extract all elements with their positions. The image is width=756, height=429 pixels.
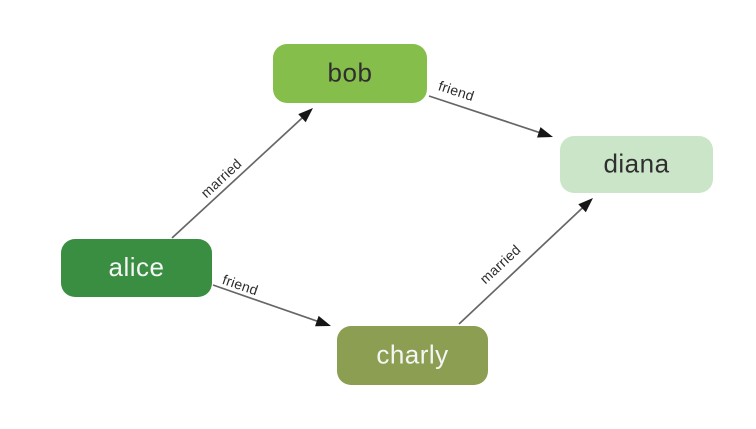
node-diana[interactable]: diana [560,136,713,193]
edge-line[interactable] [171,116,305,239]
edge-line[interactable] [458,206,585,325]
node-bob[interactable]: bob [273,44,427,103]
edge-line[interactable] [428,95,541,134]
node-shape[interactable] [337,326,488,385]
arrowhead-icon [578,198,593,213]
arrowhead-icon [537,127,553,138]
node-shape[interactable] [273,44,427,103]
node-charly[interactable]: charly [337,326,488,385]
edge-line[interactable] [212,284,319,323]
node-shape[interactable] [61,239,212,297]
arrowhead-icon [315,315,331,327]
node-shape[interactable] [560,136,713,193]
arrowhead-icon [298,108,313,123]
node-alice[interactable]: alice [61,239,212,297]
